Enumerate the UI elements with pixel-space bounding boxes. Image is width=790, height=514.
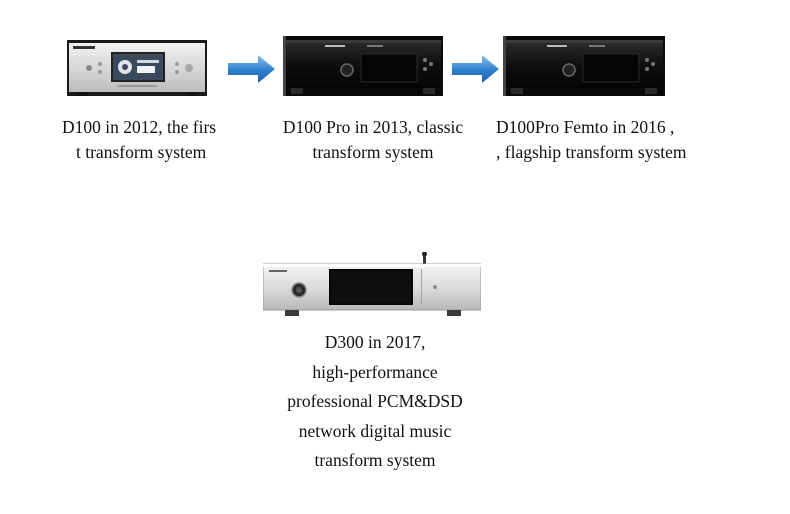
caption-line: network digital music — [298, 420, 452, 441]
caption-line: transform system — [312, 142, 434, 162]
d100-device-image — [67, 40, 207, 96]
right-arrow-icon — [452, 54, 500, 84]
d100pro-caption: D100 Pro in 2013, classic transform syst… — [268, 115, 478, 165]
caption-line: D100 in 2012, the firs — [62, 117, 217, 137]
caption-line: high-performance — [312, 361, 438, 382]
right-arrow-icon — [228, 54, 276, 84]
d100pro-device-image — [283, 36, 443, 96]
d100pro-femto-device-image — [503, 36, 665, 96]
caption-line: D300 in 2017, — [324, 332, 426, 352]
d100pro-femto-caption: D100Pro Femto in 2016 , , flagship trans… — [496, 115, 716, 165]
caption-line: t transform system — [76, 142, 207, 162]
caption-line: , flagship transform system — [496, 142, 687, 162]
caption-line: professional PCM&DSD — [287, 391, 463, 411]
caption-line: D100Pro Femto in 2016 , — [496, 117, 675, 137]
d300-caption: D300 in 2017, high-performance professio… — [266, 328, 484, 476]
d100-caption: D100 in 2012, the firs t transform syste… — [62, 115, 242, 165]
d300-device-image — [263, 252, 481, 318]
caption-line: transform system — [314, 450, 436, 470]
caption-line: D100 Pro in 2013, classic — [282, 117, 464, 137]
